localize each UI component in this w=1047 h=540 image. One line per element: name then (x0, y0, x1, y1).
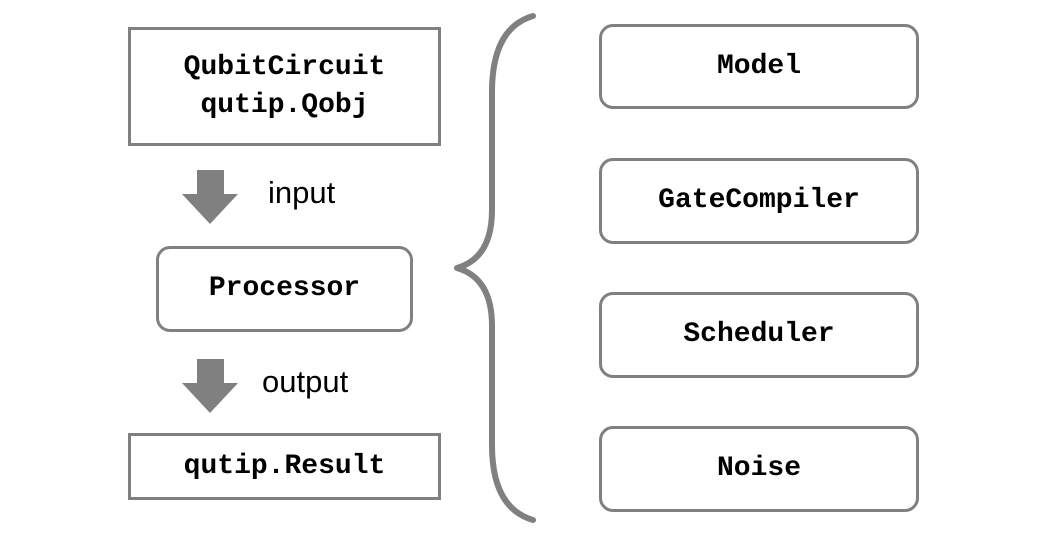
input-label: input (268, 175, 336, 210)
qubitcircuit-qobj-box: QubitCircuit qutip.Qobj (128, 27, 441, 146)
curly-brace-icon (454, 13, 536, 523)
processor-label: Processor (208, 273, 361, 304)
qubitcircuit-label: QubitCircuit (183, 51, 386, 83)
scheduler-box: Scheduler (599, 292, 919, 378)
output-label: output (262, 364, 349, 399)
gatecompiler-box: GateCompiler (599, 158, 919, 244)
qutip-result-label: qutip.Result (183, 450, 386, 482)
noise-box: Noise (599, 426, 919, 512)
output-arrow-icon (182, 359, 238, 413)
gatecompiler-label: GateCompiler (658, 185, 860, 216)
input-arrow-icon (182, 170, 238, 224)
scheduler-label: Scheduler (683, 319, 835, 350)
qutip-result-box: qutip.Result (128, 433, 441, 500)
model-label: Model (716, 50, 801, 82)
qutip-qobj-label: qutip.Qobj (200, 89, 369, 121)
noise-label: Noise (716, 453, 801, 484)
model-box: Model (599, 24, 919, 109)
processor-box: Processor (156, 246, 413, 332)
